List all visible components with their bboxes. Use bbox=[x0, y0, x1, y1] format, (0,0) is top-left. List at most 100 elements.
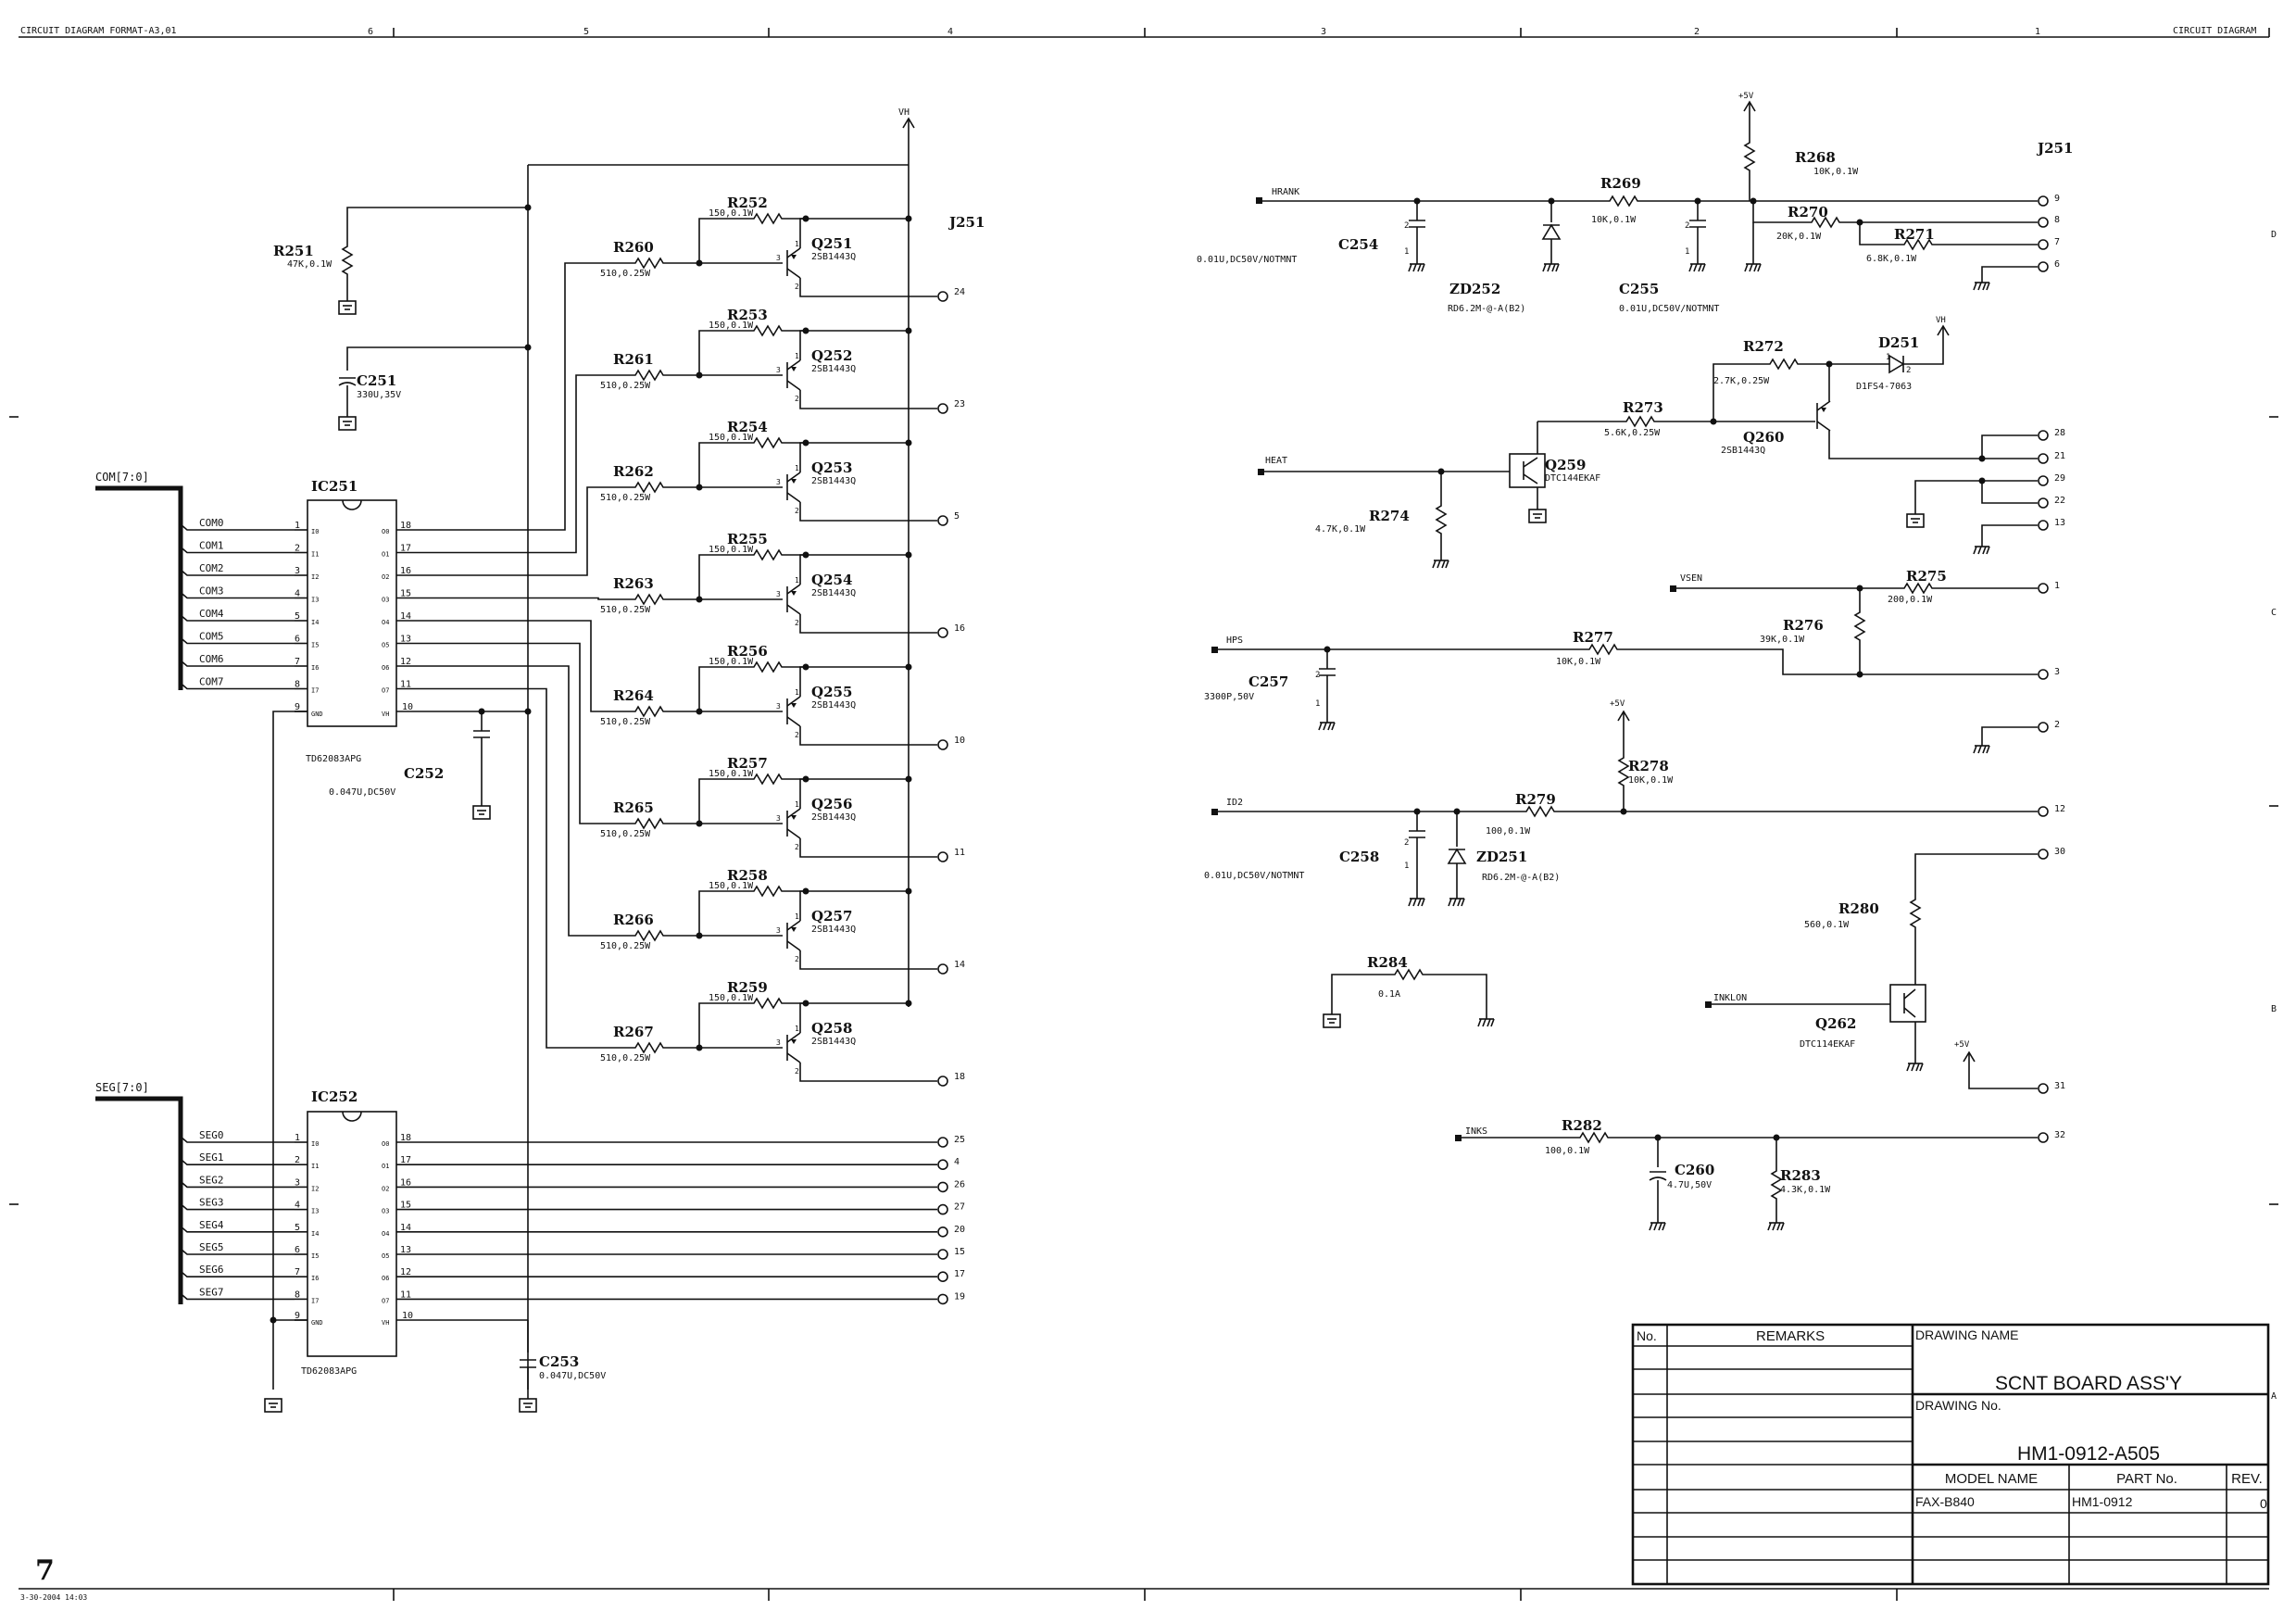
seg-net-label-4: SEG4 bbox=[199, 1219, 224, 1231]
r271-ref: R271 bbox=[1894, 226, 1935, 243]
r278-ref: R278 bbox=[1628, 758, 1669, 774]
r279-ref: R279 bbox=[1515, 791, 1556, 808]
q262-ref: Q262 bbox=[1815, 1015, 1856, 1032]
c255-pin2: 2 bbox=[1685, 221, 1689, 231]
com-net-label-5: COM5 bbox=[199, 631, 224, 643]
bias-res-ref-0: R252 bbox=[727, 195, 768, 211]
ic252-out-pin-2: 16 bbox=[400, 1177, 411, 1188]
d251-ref: D251 bbox=[1878, 334, 1919, 351]
j251-label-right: J251 bbox=[2036, 140, 2073, 157]
transistor-val-5: 2SB1443Q bbox=[811, 812, 856, 823]
inklon-label: INKLON bbox=[1713, 993, 1747, 1003]
ic252-out-pin-0: 18 bbox=[400, 1133, 411, 1143]
q-pin1-4: 1 bbox=[795, 688, 799, 697]
ic252-in-name-4: I4 bbox=[311, 1230, 319, 1238]
q260-value: 2SB1443Q bbox=[1721, 446, 1765, 456]
com-conn-pin-2: 5 bbox=[954, 511, 960, 522]
ic251-out-name-4: O4 bbox=[382, 619, 389, 626]
r251-value: 47K,0.1W bbox=[287, 259, 332, 270]
com-conn-pin-7: 18 bbox=[954, 1072, 965, 1082]
r283-ref: R283 bbox=[1780, 1167, 1821, 1184]
ic252-out-name-0: O0 bbox=[382, 1140, 389, 1148]
q-pin3-3: 3 bbox=[776, 590, 781, 598]
seg-conn-pin-6: 17 bbox=[954, 1269, 965, 1279]
com-net-label-6: COM6 bbox=[199, 653, 224, 665]
col-label-3: 3 bbox=[1321, 27, 1326, 37]
col-label-1: 1 bbox=[2035, 27, 2040, 37]
transistor-ref-2: Q253 bbox=[811, 459, 852, 476]
r274-value: 4.7K,0.1W bbox=[1315, 524, 1366, 535]
zd251-ref: ZD251 bbox=[1476, 849, 1527, 865]
com-net-label-4: COM4 bbox=[199, 608, 224, 620]
r284-ref: R284 bbox=[1367, 954, 1408, 971]
q-pin1-1: 1 bbox=[795, 352, 799, 360]
j251-pin-1: 1 bbox=[2054, 581, 2060, 591]
q-pin1-5: 1 bbox=[795, 800, 799, 809]
vsen-label: VSEN bbox=[1680, 573, 1702, 584]
base-res-ref-5: R265 bbox=[613, 799, 654, 816]
bias-res-ref-2: R254 bbox=[727, 419, 768, 435]
col-label-4: 4 bbox=[947, 27, 953, 37]
c252-ref: C252 bbox=[404, 765, 444, 782]
q-pin3-2: 3 bbox=[776, 478, 781, 486]
bias-res-ref-7: R259 bbox=[727, 979, 768, 996]
ic251-ref: IC251 bbox=[311, 478, 358, 495]
transistor-ref-1: Q252 bbox=[811, 347, 852, 364]
seg-conn-pin-3: 27 bbox=[954, 1202, 965, 1213]
ic252-out-pin-4: 14 bbox=[400, 1223, 411, 1233]
ic252-out-pin-3: 15 bbox=[400, 1201, 411, 1211]
ic252-in-name-7: I7 bbox=[311, 1297, 319, 1304]
row-label-c: C bbox=[2271, 608, 2277, 618]
base-res-val-2: 510,0.25W bbox=[600, 493, 651, 503]
com-conn-pin-3: 16 bbox=[954, 623, 965, 634]
d251-value: D1FS4-7063 bbox=[1856, 382, 1912, 392]
seg-net-label-1: SEG1 bbox=[199, 1151, 224, 1164]
com-net-label-0: COM0 bbox=[199, 517, 224, 529]
r251: R251 47K,0.1W bbox=[273, 207, 528, 315]
q-pin3-1: 3 bbox=[776, 366, 781, 374]
c253-ref: C253 bbox=[539, 1353, 579, 1370]
ic252-out-name-7: O7 bbox=[382, 1297, 389, 1304]
bias-res-val-7: 150,0.1W bbox=[709, 993, 754, 1003]
ic251-in-pin-6: 7 bbox=[295, 657, 300, 667]
seg-bus-label: SEG[7:0] bbox=[95, 1081, 149, 1094]
base-res-val-1: 510,0.25W bbox=[600, 381, 651, 391]
ic251-in-name-2: I2 bbox=[311, 573, 319, 581]
r276-ref: R276 bbox=[1783, 617, 1824, 634]
tb-part-no-label: PART No. bbox=[2116, 1471, 2177, 1487]
j251-pin-8: 8 bbox=[2054, 215, 2060, 225]
base-res-ref-0: R260 bbox=[613, 239, 654, 256]
com-net-label-2: COM2 bbox=[199, 562, 224, 574]
r270-ref: R270 bbox=[1788, 204, 1828, 220]
r275-ref: R275 bbox=[1906, 568, 1947, 585]
bias-res-ref-5: R257 bbox=[727, 755, 768, 772]
seg-net-label-0: SEG0 bbox=[199, 1129, 224, 1141]
base-res-val-7: 510,0.25W bbox=[600, 1053, 651, 1063]
c251-value: 330U,35V bbox=[357, 390, 401, 400]
ic252-out-pin-5: 13 bbox=[400, 1245, 411, 1255]
c257-pin1: 1 bbox=[1315, 699, 1320, 709]
base-res-ref-6: R266 bbox=[613, 912, 654, 928]
base-res-val-6: 510,0.25W bbox=[600, 941, 651, 951]
ic252-gnd-pin: 9 bbox=[295, 1311, 300, 1321]
j251-pin-31: 31 bbox=[2054, 1081, 2065, 1091]
r272-ref: R272 bbox=[1743, 338, 1784, 355]
d251-pin1: 1 bbox=[1886, 353, 1890, 362]
q-pin1-0: 1 bbox=[795, 240, 799, 248]
c254-pin2: 2 bbox=[1404, 221, 1409, 231]
com-conn-pin-0: 24 bbox=[954, 287, 965, 297]
q-pin3-0: 3 bbox=[776, 254, 781, 262]
seg-net-label-5: SEG5 bbox=[199, 1241, 224, 1253]
ic251-in-pin-4: 5 bbox=[295, 611, 300, 622]
q260-ref: Q260 bbox=[1743, 429, 1784, 446]
c251: C251 330U,35V bbox=[338, 346, 528, 431]
q259-value: DTC144EKAF bbox=[1545, 473, 1600, 484]
ic252-vh-name: VH bbox=[382, 1319, 389, 1327]
